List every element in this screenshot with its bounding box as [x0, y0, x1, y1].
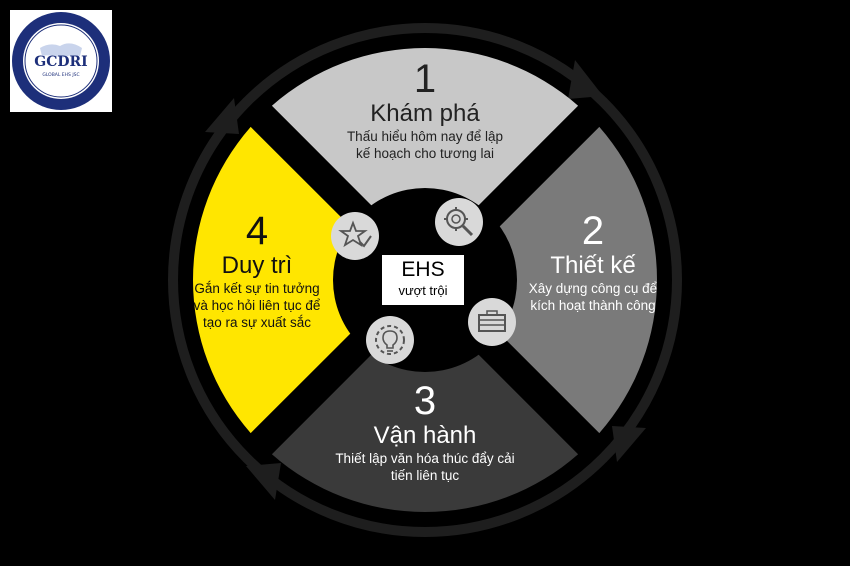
segment-1-number: 1: [413, 57, 437, 101]
segment-4-text: 4 Duy trì Gắn kết sự tin tưởng và học hỏ…: [182, 210, 332, 331]
segment-2-title: Thiết kế: [550, 252, 636, 279]
segment-1-shape: [271, 48, 579, 222]
arrow-head-1: [568, 60, 603, 99]
segment-2-desc-1: Xây dựng công cụ để: [528, 281, 658, 296]
segment-4-number: 4: [245, 209, 269, 253]
segment-3-desc-1: Thiết lập văn hóa thúc đẩy cải: [335, 451, 515, 466]
center-label: EHS vượt trội: [382, 255, 464, 305]
arrow-head-4: [205, 98, 239, 134]
gcdri-logo: GCDRI GLOBAL EHS JSC: [10, 10, 112, 112]
segment-4-desc-1: Gắn kết sự tin tưởng: [194, 281, 320, 296]
arrow-head-2: [612, 426, 646, 462]
lightbulb-gear-icon: [366, 316, 414, 364]
segment-2-desc-2: kích hoạt thành công: [530, 298, 656, 313]
segment-3-number: 3: [413, 379, 437, 423]
segment-4-desc-2: và học hỏi liên tục để: [193, 298, 321, 313]
segment-1-desc-1: Thấu hiểu hôm nay để lập: [346, 129, 504, 144]
segment-1-title: Khám phá: [370, 100, 480, 127]
segment-4-desc-3: tạo ra sự xuất sắc: [202, 315, 312, 330]
logo-subtitle: GLOBAL EHS JSC: [42, 72, 79, 78]
toolbox-icon: [468, 298, 516, 346]
segment-3-desc-2: tiến liên tục: [390, 468, 460, 483]
star-check-icon: [331, 212, 379, 260]
segment-4-shape: [193, 126, 367, 434]
segment-3-text: 3 Vận hành Thiết lập văn hóa thúc đẩy cả…: [320, 380, 530, 484]
segment-1-desc-2: kế hoạch cho tương lai: [356, 146, 494, 161]
segment-2-shape: [483, 126, 657, 434]
segment-1-text: 1 Khám phá Thấu hiểu hôm nay để lập kế h…: [330, 58, 520, 162]
center-subtitle: vượt trội: [398, 283, 448, 298]
segment-2-number: 2: [581, 209, 605, 253]
arrow-head-3: [246, 463, 281, 500]
logo-name: GCDRI: [34, 54, 87, 70]
gear-magnifier-icon: [435, 198, 483, 246]
segment-2-text: 2 Thiết kế Xây dựng công cụ để kích hoạt…: [508, 210, 678, 314]
arrow-ring: [168, 23, 682, 537]
center-title: EHS: [401, 258, 445, 281]
segment-3-title: Vận hành: [373, 422, 477, 449]
segment-3-shape: [271, 338, 579, 512]
segment-4-title: Duy trì: [221, 252, 293, 279]
